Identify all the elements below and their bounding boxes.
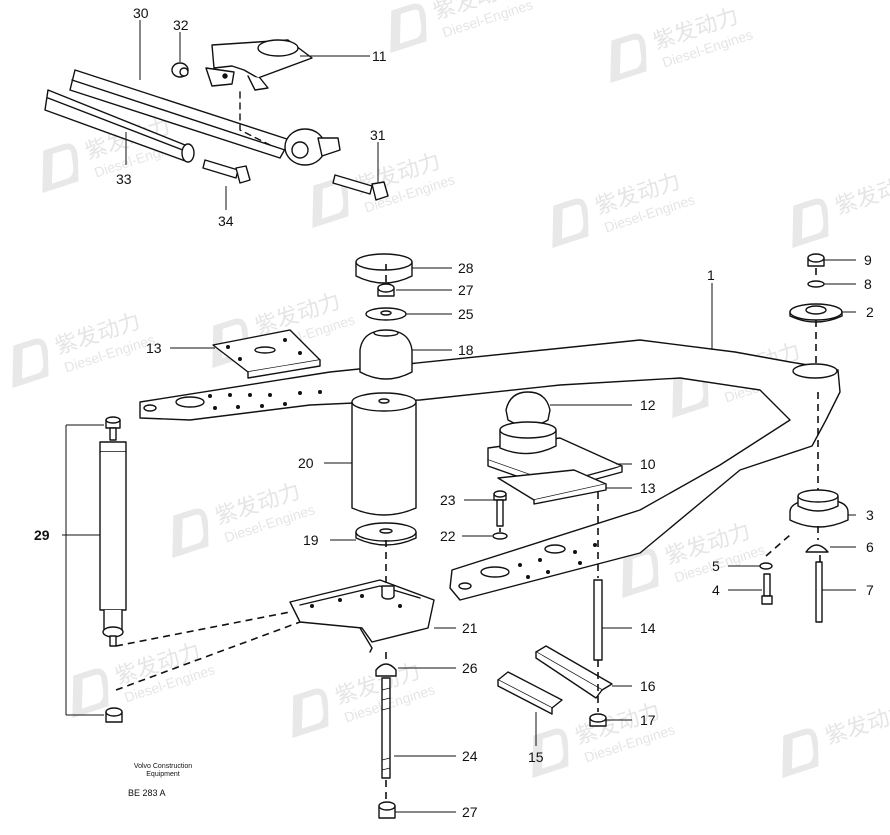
watermark-cn: 紫发动力 (822, 699, 890, 750)
nut-29-bottom (105, 707, 123, 723)
mount-bushing (284, 128, 341, 166)
callout-24: 24 (462, 748, 478, 764)
callout-27-top: 27 (458, 282, 474, 298)
washer-25 (365, 307, 407, 321)
callout-34: 34 (218, 213, 234, 229)
bushing-32 (171, 62, 189, 78)
stud-14 (593, 579, 603, 661)
bolt-23 (493, 490, 507, 527)
washer-8 (807, 280, 825, 288)
callout-labels: 30 32 11 31 33 34 28 27 25 18 13 20 19 2… (34, 5, 874, 820)
tube-33 (44, 89, 195, 163)
drawing-code: BE 283 A (128, 788, 166, 798)
rubber-block-20 (351, 392, 417, 516)
bump-stop-18 (359, 329, 413, 380)
washer-22 (492, 532, 508, 540)
bracket-11 (205, 39, 313, 91)
subframe-1 (139, 339, 841, 601)
callout-1: 1 (707, 267, 715, 283)
callout-29: 29 (34, 527, 50, 543)
callout-13-left: 13 (146, 340, 162, 356)
callout-6: 6 (866, 539, 874, 555)
callout-8: 8 (864, 276, 872, 292)
cap-28 (355, 253, 413, 284)
callout-28: 28 (458, 260, 474, 276)
callout-21: 21 (462, 620, 478, 636)
assembly-dashed-lines (115, 264, 821, 800)
callout-7: 7 (866, 582, 874, 598)
callout-18: 18 (458, 342, 474, 358)
callout-3: 3 (866, 507, 874, 523)
callout-16: 16 (640, 678, 656, 694)
leader-lines (62, 20, 856, 813)
callout-11: 11 (372, 48, 387, 64)
bracket-21 (289, 579, 435, 653)
channel-16 (535, 645, 613, 699)
screw-7 (815, 561, 823, 623)
callout-22: 22 (440, 528, 456, 544)
callout-10: 10 (640, 456, 656, 472)
channel-15 (497, 671, 563, 715)
mount-12 (505, 391, 551, 427)
publisher-line-2: Equipment (146, 771, 180, 778)
callout-33: 33 (116, 171, 132, 187)
callout-25: 25 (458, 306, 474, 322)
shock-absorber-29 (99, 416, 127, 647)
watermark-cn: 紫发动力 (832, 169, 890, 220)
callout-13-right: 13 (640, 480, 656, 496)
callout-15: 15 (528, 749, 544, 765)
callout-30: 30 (133, 5, 149, 21)
stud-24 (381, 677, 391, 779)
cone-nut-26 (375, 663, 397, 677)
pad-13-left (212, 329, 321, 379)
callout-32: 32 (173, 17, 189, 33)
nut-27-top (377, 283, 395, 297)
bolt-31 (332, 174, 389, 201)
bolt-34 (202, 159, 251, 184)
shaft-30 (69, 69, 291, 159)
nut-9 (807, 253, 825, 267)
callout-27-bottom: 27 (462, 804, 478, 820)
callout-12: 12 (640, 397, 656, 413)
lock-5 (759, 562, 773, 570)
cone-6 (805, 544, 829, 553)
bolt-4 (761, 573, 773, 605)
callout-20: 20 (298, 455, 314, 471)
callout-5: 5 (712, 558, 720, 574)
nut-27-bottom (378, 801, 396, 819)
callout-19: 19 (303, 532, 319, 548)
callout-17: 17 (640, 712, 656, 728)
callout-26: 26 (462, 660, 478, 676)
callout-31: 31 (370, 127, 386, 143)
callout-4: 4 (712, 582, 720, 598)
publisher-caption: Volvo Construction Equipment (118, 763, 208, 779)
callout-2: 2 (866, 304, 874, 320)
callout-14: 14 (640, 620, 656, 636)
callout-23: 23 (440, 492, 456, 508)
washer-2 (789, 303, 843, 323)
callout-9: 9 (864, 252, 872, 268)
nut-17 (589, 713, 607, 727)
mount-3 (789, 489, 849, 528)
publisher-line-1: Volvo Construction (133, 763, 193, 770)
pad-13-right (497, 469, 607, 505)
